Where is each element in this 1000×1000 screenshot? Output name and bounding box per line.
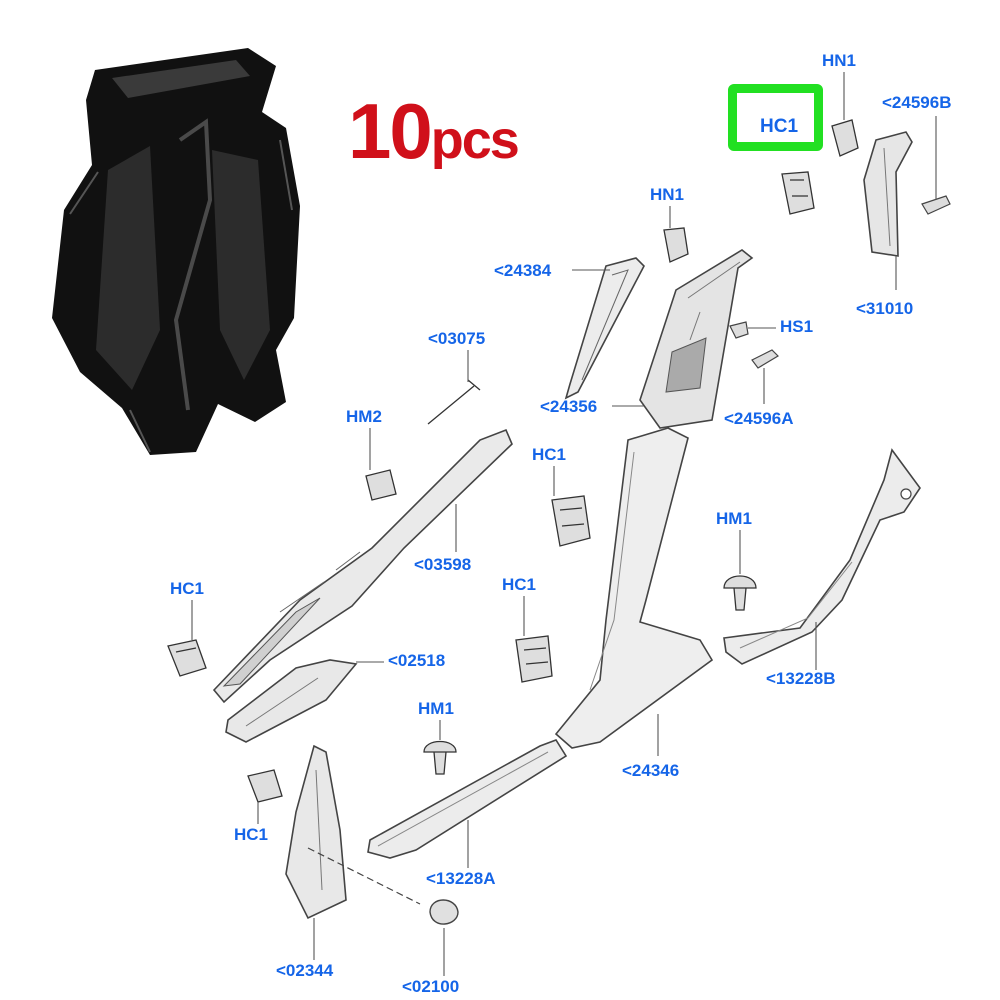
- callout-24596a: <24596A: [724, 409, 794, 428]
- clip-hc1-lower: [515, 635, 553, 683]
- quantity-unit: pcs: [430, 110, 520, 170]
- b-pillar-upper-edge: [687, 261, 741, 341]
- callout-24596b: <24596B: [882, 93, 952, 112]
- callout-24346: <24346: [622, 761, 680, 780]
- clip-hn1-mid: [663, 227, 689, 263]
- leader-lines: [191, 72, 937, 976]
- highlighted-part-label: HC1: [760, 116, 799, 137]
- rear-sill-hole: [900, 488, 912, 500]
- clip-edge-shine: [69, 139, 293, 453]
- callout-02100: <02100: [402, 977, 460, 996]
- callout-31010: <31010: [856, 299, 914, 318]
- clip-hc1-top: [781, 171, 815, 215]
- quantity-number: 10: [348, 87, 433, 175]
- callout-hs1: HS1: [780, 317, 814, 336]
- dash-end-detail: [245, 677, 319, 727]
- push-pin-hm1-right: [723, 575, 757, 611]
- windshield-trim-slot: [279, 551, 361, 613]
- clip-slot-left: [96, 146, 160, 390]
- rod-03075: [427, 379, 481, 425]
- callout-24384: <24384: [494, 261, 552, 280]
- callout-13228a: <13228A: [426, 869, 496, 888]
- callout-hm1-left: HM1: [418, 699, 454, 718]
- rear-sill-edge: [739, 561, 853, 649]
- quantity-title: 10pcs: [348, 92, 520, 170]
- callout-02518: <02518: [388, 651, 446, 670]
- push-pin-hm1-left: [423, 740, 457, 775]
- cap-02100: [429, 899, 459, 925]
- callout-hc1-left: HC1: [170, 579, 205, 598]
- callout-02344: <02344: [276, 961, 334, 980]
- callout-13228b: <13228B: [766, 669, 836, 688]
- callout-hc1-bottom: HC1: [234, 825, 269, 844]
- dash-end-trim: [225, 659, 358, 743]
- highlight-box: [728, 84, 823, 151]
- clip-center-arm: [173, 118, 213, 411]
- callout-24356: <24356: [540, 397, 598, 416]
- b-pillar-upper-trim: [639, 249, 754, 429]
- fasteners: [167, 119, 859, 803]
- a-pillar-upper-detail: [581, 269, 629, 381]
- clip-hc1-left: [167, 639, 207, 677]
- callout-hc1-lower: HC1: [502, 575, 537, 594]
- windshield-trim: [212, 428, 513, 704]
- b-pillar-window: [665, 337, 707, 393]
- front-sill-edge: [377, 751, 549, 847]
- callout-03598: <03598: [414, 555, 472, 574]
- assembly-line: [307, 847, 421, 905]
- c-pillar-detail: [883, 147, 891, 247]
- rear-sill-trim: [723, 448, 921, 665]
- callout-hc1-center: HC1: [532, 445, 567, 464]
- clip-photo: [52, 48, 300, 455]
- callout-hm1-right: HM1: [716, 509, 752, 528]
- clip-hc1-center: [551, 495, 591, 547]
- callout-03075: <03075: [428, 329, 486, 348]
- clip-hc1-bottom: [247, 769, 283, 803]
- callout-hn1-top: HN1: [822, 51, 857, 70]
- b-pillar-lower-trim: [554, 427, 714, 749]
- windshield-trim-inner: [222, 597, 321, 687]
- clip-hn1-top: [831, 119, 859, 157]
- b-pillar-lower-inner: [589, 451, 635, 691]
- hs1-fastener: [729, 321, 749, 339]
- kick-panel: [285, 744, 347, 920]
- callout-hn1-mid: HN1: [650, 185, 685, 204]
- kick-panel-detail: [315, 769, 323, 891]
- c-pillar-trim: [863, 131, 913, 257]
- c-pillar-clip-24596b: [921, 195, 951, 215]
- front-sill-trim: [367, 739, 568, 859]
- callout-hm2: HM2: [346, 407, 382, 426]
- clip-slot-right: [212, 150, 270, 380]
- part-24596a: [751, 349, 779, 369]
- clip-hm2: [365, 469, 397, 501]
- a-pillar-upper-trim: [564, 257, 645, 400]
- clip-highlight: [112, 60, 250, 98]
